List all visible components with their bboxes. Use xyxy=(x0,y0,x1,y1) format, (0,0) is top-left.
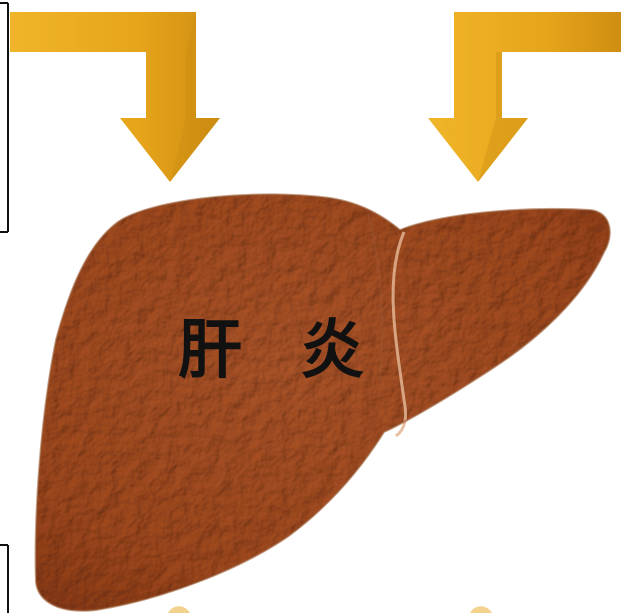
left-down-arrow-icon xyxy=(10,12,220,182)
right-down-arrow-icon xyxy=(428,12,621,182)
bottom-cropped-marks xyxy=(168,606,492,613)
liver-icon xyxy=(36,194,610,610)
liver-label: 肝 炎 xyxy=(178,314,382,388)
left-bottom-frame xyxy=(0,545,8,613)
left-top-frame xyxy=(0,3,8,232)
